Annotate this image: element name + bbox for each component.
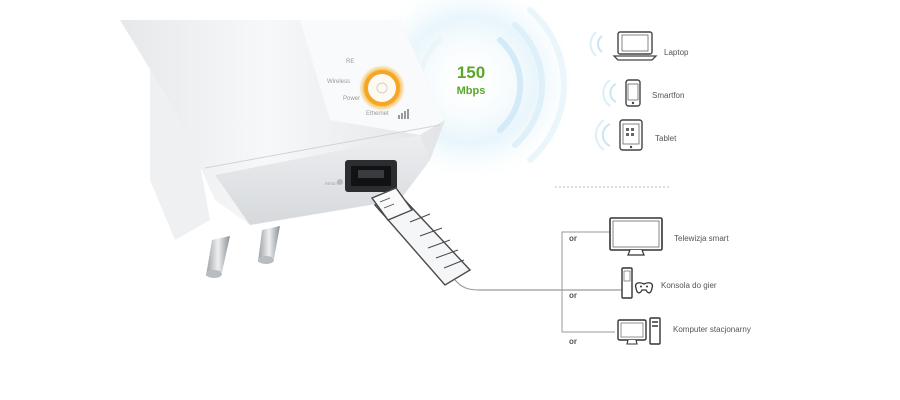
led-label-power: Power [343, 96, 361, 102]
reset-button-icon [337, 179, 343, 185]
wired-connection-lines [561, 231, 625, 333]
smartphone-icon [602, 79, 641, 107]
range-extender-device [120, 20, 445, 278]
game-console-icon [621, 267, 654, 299]
led-ring-icon [359, 65, 405, 111]
device-label-console: Konsola do gier [661, 281, 717, 290]
speed-value: 150 [456, 63, 486, 82]
ethernet-port-icon [345, 160, 397, 192]
device-label-laptop: Laptop [664, 48, 689, 57]
led-label-wireless: Wireless [327, 79, 351, 85]
tv-icon [609, 217, 663, 256]
led-label-re: RE [346, 59, 355, 65]
connector-or-1: or [569, 234, 577, 243]
device-label-smartphone: Smartfon [652, 91, 685, 100]
tablet-icon [595, 119, 643, 151]
device-label-tv: Telewizja smart [674, 234, 729, 243]
connector-or-2: or [569, 291, 577, 300]
speed-unit: Mbps [456, 85, 486, 97]
desktop-computer-icon [617, 317, 661, 345]
connector-or-3: or [569, 337, 577, 346]
reset-label: RESET [325, 181, 339, 186]
plug-pins-icon [206, 226, 280, 278]
ethernet-cable-icon [370, 187, 620, 291]
led-label-ethernet: Ethernet [366, 111, 389, 117]
laptop-icon [589, 31, 658, 61]
device-label-tablet: Tablet [655, 134, 677, 143]
device-label-desktop: Komputer stacjonarny [673, 325, 751, 334]
signal-bars-icon [398, 109, 409, 119]
